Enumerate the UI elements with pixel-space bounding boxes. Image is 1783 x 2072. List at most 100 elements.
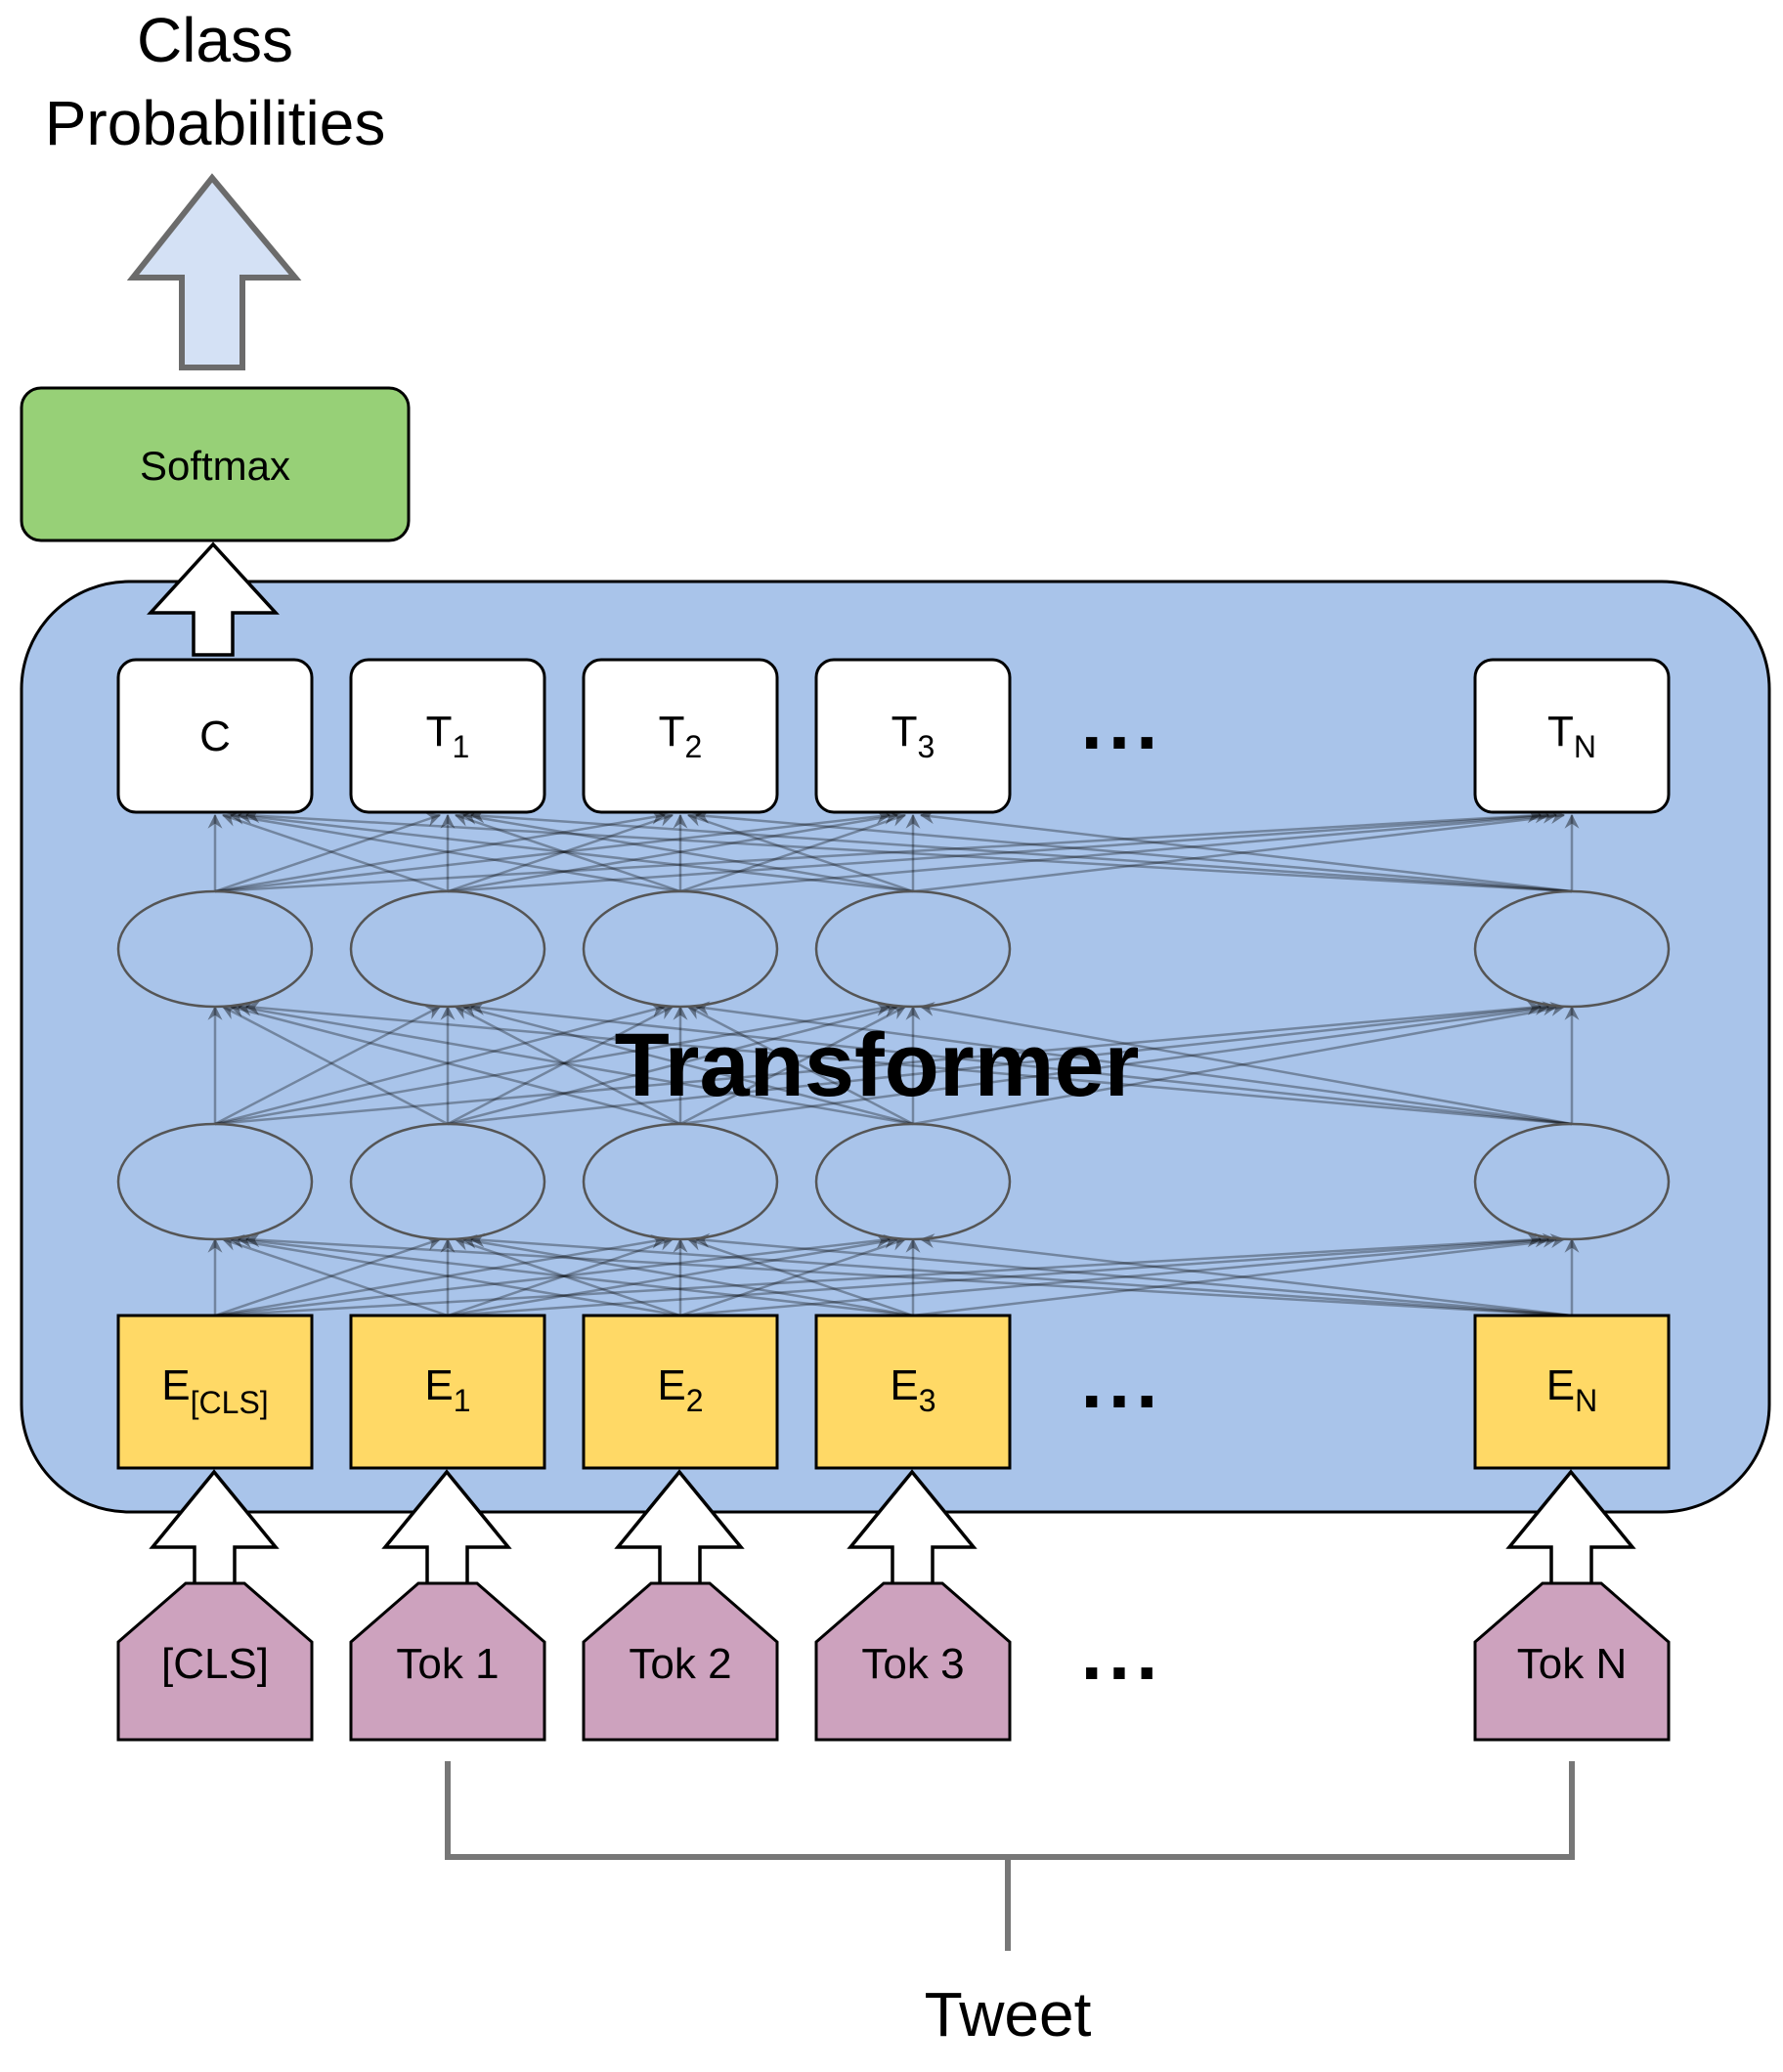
svg-text:TN: TN — [1547, 708, 1596, 764]
connection-line — [214, 1000, 1543, 1126]
connection-line — [237, 1001, 914, 1126]
input-token-1: Tok 1 — [349, 1581, 546, 1742]
connection-line — [214, 1003, 667, 1126]
hidden-node — [582, 1122, 779, 1241]
connection-line — [912, 1002, 1566, 1126]
connection-line — [679, 1236, 907, 1317]
hidden-node — [116, 889, 314, 1009]
connection-line — [229, 1233, 681, 1317]
embedding-en-sub: N — [1575, 1383, 1597, 1418]
hidden-node — [349, 889, 546, 1009]
embedding-en-base: E — [1546, 1361, 1575, 1409]
connection-line — [454, 812, 681, 893]
class-probabilities-title-line2: Probabilities — [45, 88, 386, 158]
connection-line — [214, 1233, 892, 1317]
connection-line — [229, 1003, 681, 1126]
connection-line — [919, 809, 1573, 893]
output-up-arrow — [126, 173, 302, 370]
output-node-t3: T3 — [814, 658, 1012, 814]
embedding-e2-sub: 2 — [686, 1383, 704, 1418]
output-nodes-row: C T1 T2 T3 ... TN — [116, 658, 1671, 814]
input-token-cls: [CLS] — [116, 1581, 314, 1742]
connection-line — [461, 1003, 914, 1126]
connection-line — [919, 1233, 1573, 1317]
input-token-cls-label: [CLS] — [161, 1640, 269, 1688]
connection-line — [461, 809, 914, 893]
svg-text:EN: EN — [1546, 1361, 1597, 1418]
output-node-t3-sub: 3 — [918, 729, 935, 764]
connection-line — [244, 1232, 1573, 1317]
connection-line — [912, 809, 1566, 893]
connection-line — [679, 1005, 907, 1126]
connection-line — [221, 812, 449, 893]
input-ellipsis: ... — [1081, 1609, 1164, 1696]
embedding-cls: E[CLS] — [116, 1314, 314, 1470]
connection-line — [469, 1232, 1573, 1317]
connection-line — [694, 1001, 1573, 1126]
connection-line — [447, 812, 674, 893]
embedding-cls-base: E — [161, 1361, 190, 1409]
output-ellipsis: ... — [1081, 678, 1164, 765]
hidden-node — [116, 1122, 314, 1241]
svg-text:T1: T1 — [426, 708, 470, 764]
embedding-e2-base: E — [657, 1361, 685, 1409]
hidden-node — [814, 1122, 1012, 1241]
tweet-bracket — [445, 1761, 1575, 1951]
embedding-e3-base: E — [890, 1361, 918, 1409]
output-node-t2-sub: 2 — [685, 729, 703, 764]
connection-line — [686, 812, 914, 893]
connection-line — [214, 808, 1543, 893]
connection-line — [679, 1232, 1558, 1317]
hidden-node — [1473, 1122, 1671, 1241]
input-token-3: Tok 3 — [814, 1581, 1012, 1742]
cls-to-softmax-arrow — [147, 541, 280, 657]
input-token-1-label: Tok 1 — [396, 1640, 499, 1688]
transformer-label: Transformer — [615, 1015, 1140, 1115]
connection-line — [469, 808, 1573, 893]
connection-line — [679, 812, 907, 893]
input-token-n: Tok N — [1473, 1581, 1671, 1742]
connection-line — [912, 1233, 1566, 1317]
connection-line — [229, 809, 681, 893]
connection-line — [694, 808, 1573, 893]
embedding-ellipsis: ... — [1081, 1337, 1164, 1424]
connection-line — [214, 1233, 667, 1317]
connection-line — [221, 1236, 449, 1317]
embeddings-row: E[CLS] E1 E2 E3 ... EN — [116, 1314, 1671, 1470]
connection-line — [679, 1001, 1558, 1126]
embedding-en: EN — [1473, 1314, 1671, 1470]
hidden-node — [582, 889, 779, 1009]
connection-line — [447, 1232, 1550, 1317]
output-node-cls-label: C — [199, 712, 231, 760]
svg-text:E3: E3 — [890, 1361, 935, 1418]
connection-line — [447, 1000, 1550, 1126]
connection-line — [244, 1000, 1573, 1126]
input-token-2: Tok 2 — [582, 1581, 779, 1742]
connection-line — [461, 1233, 914, 1317]
output-node-t1-sub: 1 — [453, 729, 470, 764]
class-probabilities-title-line1: Class — [137, 5, 293, 75]
connection-line — [469, 1000, 1573, 1126]
hidden-layer-2 — [116, 889, 1671, 1009]
connection-line — [447, 808, 1550, 893]
connection-line — [447, 1005, 674, 1126]
input-token-3-label: Tok 3 — [861, 1640, 964, 1688]
connection-line — [221, 1005, 449, 1126]
connection-line — [454, 1236, 681, 1317]
connection-line — [214, 1005, 442, 1126]
connection-line — [447, 1236, 674, 1317]
connection-line — [686, 1005, 914, 1126]
connection-line — [679, 808, 1558, 893]
input-token-n-label: Tok N — [1517, 1640, 1627, 1688]
embedding-e2: E2 — [582, 1314, 779, 1470]
output-node-t2: T2 — [582, 658, 779, 814]
connection-line — [447, 809, 899, 893]
output-node-t3-base: T — [892, 708, 918, 755]
connection-line — [919, 1002, 1573, 1126]
connection-line — [214, 1001, 892, 1126]
tweet-label: Tweet — [925, 1979, 1092, 2050]
embedding-e1-sub: 1 — [454, 1383, 471, 1418]
svg-text:T2: T2 — [659, 708, 703, 764]
connection-line — [237, 809, 914, 893]
